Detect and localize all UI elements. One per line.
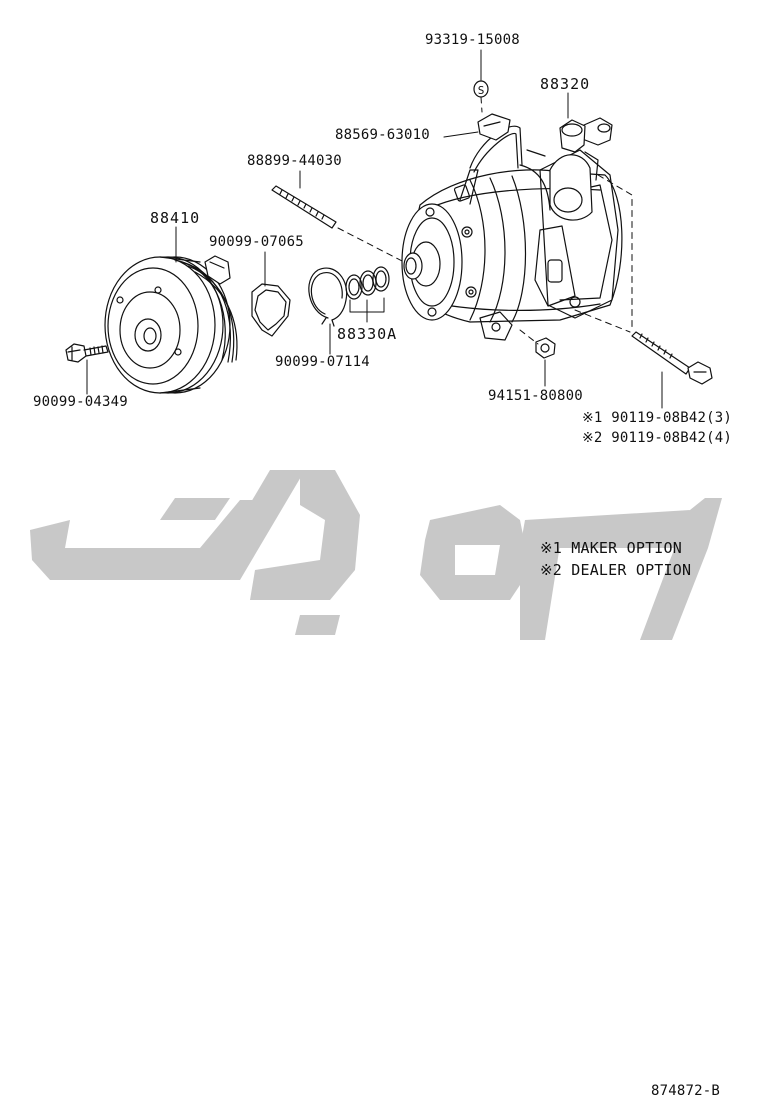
- label-88410: 88410: [150, 209, 201, 227]
- label-88569-63010: 88569-63010: [335, 127, 430, 143]
- label-88330A: 88330A: [337, 325, 398, 343]
- compressor-88320: [401, 117, 623, 341]
- label-94151-80800: 94151-80800: [488, 388, 583, 404]
- label-88899-44030: 88899-44030: [247, 153, 342, 169]
- assembly-dashed-lines: [337, 96, 633, 345]
- diagram-id: 874872-B: [651, 1083, 721, 1099]
- bolt-90119-08B42: [631, 331, 713, 385]
- shim-90099-07065: [251, 283, 291, 337]
- clutch-pulley-88410: [104, 255, 238, 394]
- label-88320: 88320: [540, 75, 591, 93]
- leader-lines: [86, 49, 663, 409]
- snap-ring-90099-07114: [308, 267, 348, 327]
- washers-88330A: [345, 266, 390, 300]
- seal-s-marker: S: [478, 84, 485, 97]
- watermark-logo: [30, 470, 722, 640]
- label-90099-07114: 90099-07114: [275, 354, 370, 370]
- label-bolt-maker: ※1 90119-08B42(3): [582, 410, 732, 426]
- label-bolt-dealer: ※2 90119-08B42(4): [582, 430, 732, 446]
- label-90099-07065: 90099-07065: [209, 234, 304, 250]
- stud-88899-44030: [271, 185, 337, 229]
- note-dealer-option: ※2 DEALER OPTION: [540, 561, 692, 579]
- label-90099-04349: 90099-04349: [33, 394, 128, 410]
- nut-94151-80800: [535, 337, 556, 359]
- note-maker-option: ※1 MAKER OPTION: [540, 539, 682, 557]
- bracket-88569-63010: [477, 113, 511, 141]
- label-93319-15008: 93319-15008: [425, 32, 520, 48]
- bolt-90099-04349: [65, 343, 109, 363]
